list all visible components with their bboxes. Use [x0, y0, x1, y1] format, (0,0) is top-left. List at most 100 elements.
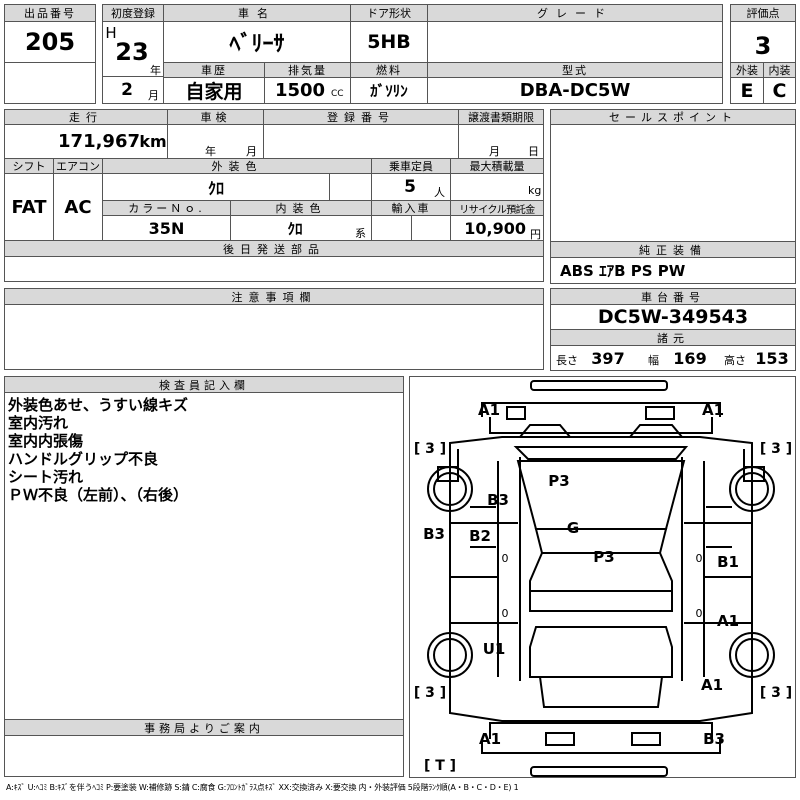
genuine-equipment-label: 純正装備 — [550, 241, 796, 258]
fuel-value: ｶﾞｿﾘﾝ — [370, 82, 408, 100]
interior-color-value: ｸﾛ — [287, 219, 303, 238]
mark-zero-left-front: 0 — [501, 551, 509, 565]
front-plate — [530, 380, 668, 391]
grade-label: グレード — [427, 4, 723, 22]
chassis-cell — [550, 304, 796, 330]
mark-zero-right-rear: 0 — [695, 606, 703, 620]
inspector-note: 室内汚れ — [8, 414, 69, 432]
body-outline — [449, 436, 753, 722]
capacity-label: 乗車定員 — [371, 158, 451, 174]
exterior-color-label: 外装色 — [102, 158, 372, 174]
office-cell — [4, 735, 404, 777]
max-load-value — [450, 173, 520, 201]
tire-rear-left — [427, 632, 473, 678]
grade-value — [427, 21, 723, 63]
max-load-unit: kg — [528, 184, 542, 197]
rear-lamp-left — [545, 732, 575, 746]
model-value: DBA-DC5W — [519, 80, 631, 101]
fuel-label: 燃料 — [350, 62, 428, 78]
door-trim-lines — [470, 506, 732, 548]
chassis-value: DC5W-349543 — [597, 306, 749, 328]
transfer-docs-day-unit: 日 — [528, 145, 539, 158]
transfer-docs-month-unit: 月 — [489, 145, 500, 158]
rear-bumper — [481, 722, 721, 754]
tire-front-left-inner — [433, 472, 467, 506]
front-bumper — [481, 402, 721, 434]
registration-value — [263, 124, 459, 159]
inspector-note: ＰＷ不良（左前）、（右後） — [8, 486, 189, 504]
mark-left-front-panel: B2 — [469, 527, 491, 545]
capacity-unit: 人 — [434, 186, 445, 199]
interior-color-suffix: 系 — [355, 227, 366, 240]
exterior-color-cell — [102, 173, 372, 201]
tire-front-right — [729, 466, 775, 512]
rear-plate — [530, 766, 668, 777]
max-load-cell — [450, 173, 544, 201]
tailgate — [538, 676, 664, 708]
inspection-month-unit: 月 — [246, 145, 257, 158]
displacement-label: 排気量 — [264, 62, 351, 78]
mark-front-right: A1 — [701, 401, 725, 419]
cautions-cell — [4, 304, 544, 370]
fuel-cell — [350, 77, 428, 104]
door-type-value: 5HB — [367, 31, 411, 53]
office-label: 事務局よりご案内 — [4, 719, 404, 736]
transfer-docs-label: 譲渡書類期限 — [458, 109, 544, 125]
score-label: 評価点 — [730, 4, 796, 22]
mark-right-rear-door: A1 — [716, 612, 740, 630]
lot-number-label: 出品番号 — [4, 4, 96, 22]
exterior-grade-label: 外装 — [730, 62, 764, 78]
genuine-equipment-value: ABS ｴｱB PS PW — [560, 262, 686, 280]
specs-width-label: 幅 — [648, 354, 659, 367]
recycle-unit: 円 — [530, 228, 541, 241]
capacity-cell — [371, 173, 451, 201]
color-no-value: 35N — [148, 218, 185, 238]
tire-rear-left-inner — [433, 638, 467, 672]
chassis-label: 車台番号 — [550, 288, 796, 305]
recycle-label: リサイクル預託金 — [450, 200, 544, 216]
front-lamp-left — [506, 406, 526, 420]
transfer-docs-cell — [458, 124, 544, 159]
later-parts-label: 後日発送部品 — [4, 240, 544, 257]
mark-hood: P3 — [548, 472, 570, 490]
first-registration-era: H — [105, 24, 117, 42]
import-label: 輸入車 — [371, 200, 451, 216]
car-diagram-svg — [427, 380, 775, 777]
front-lamp-right — [645, 406, 675, 420]
shift-value: FAT — [11, 196, 47, 218]
mark-tire-rear-right: [ 3 ] — [759, 685, 793, 701]
mark-spare-tire: [ T ] — [423, 758, 457, 774]
mileage-label: 走行 — [4, 109, 168, 125]
inspector-note: 外装色あせ、うすい線キズ — [8, 396, 189, 414]
mark-zero-right-front: 0 — [695, 551, 703, 565]
interior-color-label: 内装色 — [230, 200, 372, 216]
inspector-label: 検査員記入欄 — [4, 376, 404, 393]
hood-windshield — [516, 460, 686, 530]
mark-left-fender: B3 — [487, 491, 509, 509]
specs-label: 諸元 — [550, 329, 796, 346]
max-load-label: 最大積載量 — [450, 158, 544, 174]
inspector-note: 室内内張傷 — [8, 432, 84, 450]
displacement-unit: CC — [331, 89, 344, 99]
first-registration-cell — [102, 21, 164, 77]
interior-grade-label: 内装 — [763, 62, 796, 78]
aircon-cell — [53, 173, 103, 241]
cautions-label: 注意事項欄 — [4, 288, 544, 305]
lot-number-lower — [4, 62, 96, 104]
specs-height-label: 高さ — [724, 354, 746, 367]
tire-rear-right — [729, 632, 775, 678]
mark-left-front-door: B3 — [423, 525, 445, 543]
mark-rear-bumper-right: B3 — [703, 730, 725, 748]
specs-cell — [550, 345, 796, 371]
exterior-color-divider — [329, 173, 330, 201]
tire-rear-right-inner — [735, 638, 769, 672]
recycle-value: 10,900 — [464, 218, 526, 238]
displacement-value: 1500 — [274, 80, 326, 101]
sales-points-cell — [550, 124, 796, 242]
mark-roof: G — [566, 519, 580, 537]
roof-rear — [529, 590, 673, 612]
inspector-notes-cell — [4, 392, 404, 720]
model-label: 型式 — [427, 62, 723, 78]
color-no-label: カラーＮｏ. — [102, 200, 231, 216]
mark-tire-front-left: [ 3 ] — [413, 441, 447, 457]
